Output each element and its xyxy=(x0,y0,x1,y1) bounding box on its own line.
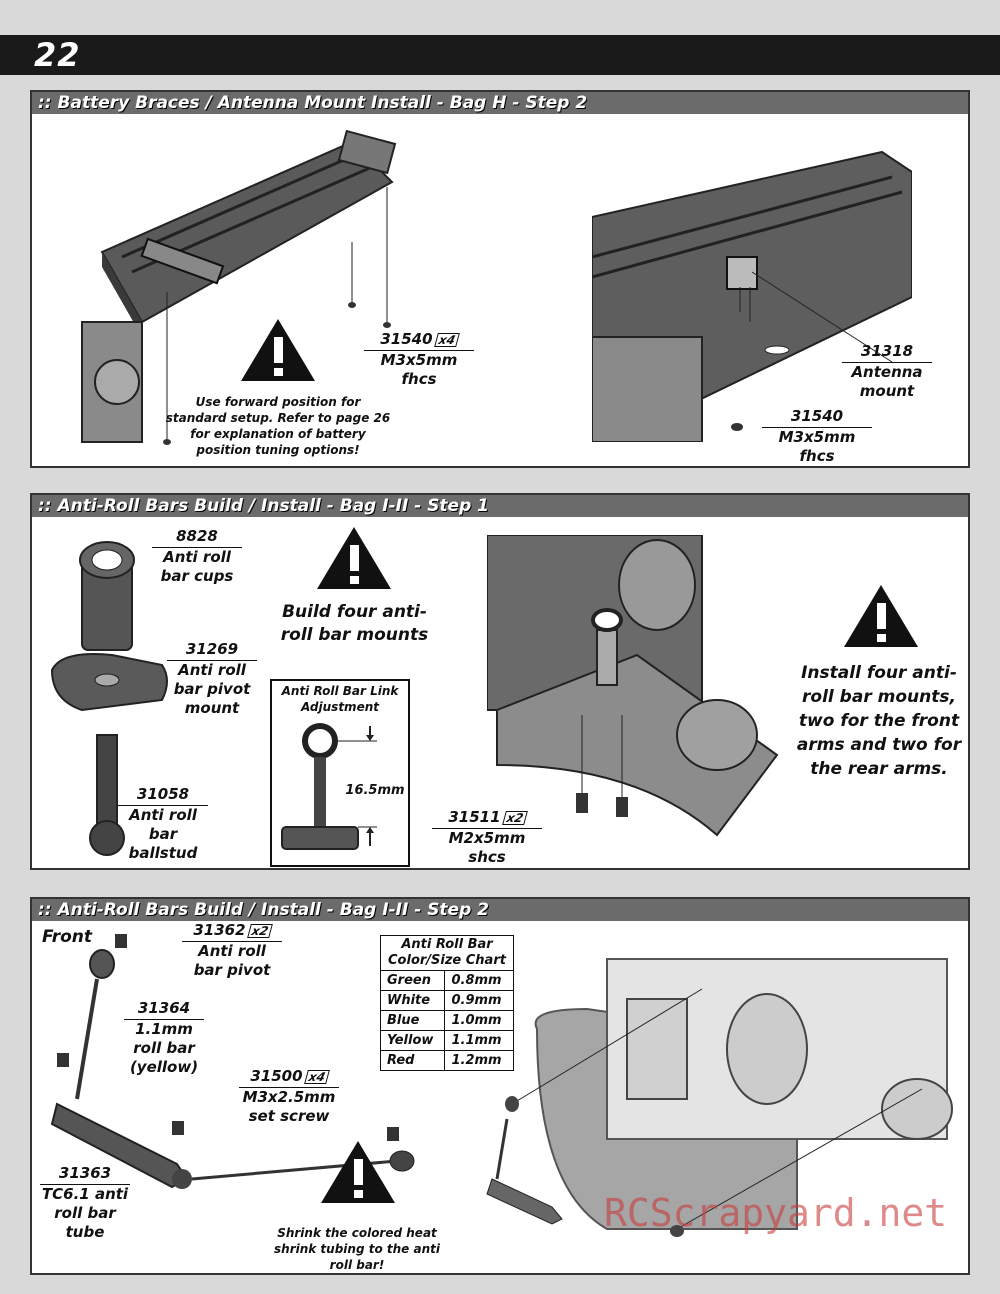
section-title: :: Battery Braces / Antenna Mount Instal… xyxy=(32,92,968,114)
heat-shrink-note: Shrink the colored heat shrink tubing to… xyxy=(274,1226,440,1272)
warning-icon xyxy=(241,319,315,381)
link-adjustment-diagram xyxy=(281,723,377,850)
callout-31058: 31058 Anti roll bar ballstud xyxy=(118,785,208,863)
link-adjustment-title: Anti Roll Bar Link Adjustment xyxy=(281,684,399,714)
link-adjustment-box: Anti Roll Bar Link Adjustment 16.5mm xyxy=(270,679,410,867)
chassis-illustration-left xyxy=(81,129,397,445)
callout-31364: 31364 1.1mm roll bar (yellow) xyxy=(124,999,204,1077)
callout-31269: 31269 Anti roll bar pivot mount xyxy=(167,640,257,718)
section-anti-roll-step1: :: Anti-Roll Bars Build / Install - Bag … xyxy=(30,493,970,870)
watermark: RCScrapyard.net xyxy=(604,1191,948,1235)
front-label: Front xyxy=(42,927,93,947)
suspension-arm-illustration xyxy=(487,535,779,837)
section-title: :: Anti-Roll Bars Build / Install - Bag … xyxy=(32,495,968,517)
link-dimension: 16.5mm xyxy=(345,783,405,798)
page-number: 22 xyxy=(34,36,81,74)
battery-position-note: Use forward position for standard setup.… xyxy=(165,395,391,457)
callout-31318: 31318 Antenna mount xyxy=(842,342,932,401)
warning-icon xyxy=(317,527,391,589)
callout-31540: 31540 M3x5mm fhcs xyxy=(762,407,872,466)
chart-title: Anti Roll Bar Color/Size Chart xyxy=(380,935,514,971)
callout-8828: 8828 Anti roll bar cups xyxy=(152,527,242,586)
chassis-illustration-right xyxy=(592,150,912,442)
install-note: Install four anti-roll bar mounts, two f… xyxy=(796,663,962,779)
warning-icon xyxy=(321,1141,395,1203)
callout-31363: 31363 TC6.1 anti roll bar tube xyxy=(40,1164,130,1241)
page-header-bar xyxy=(0,35,1000,75)
section-battery-braces: :: Battery Braces / Antenna Mount Instal… xyxy=(30,90,970,468)
build-note: Build four anti-roll bar mounts xyxy=(280,602,429,645)
car-front-illustration xyxy=(486,958,953,1237)
section-anti-roll-step2: :: Anti-Roll Bars Build / Install - Bag … xyxy=(30,897,970,1275)
warning-icon xyxy=(844,585,918,647)
anti-roll-parts-illustration xyxy=(50,541,168,856)
section-title: :: Anti-Roll Bars Build / Install - Bag … xyxy=(32,899,968,921)
